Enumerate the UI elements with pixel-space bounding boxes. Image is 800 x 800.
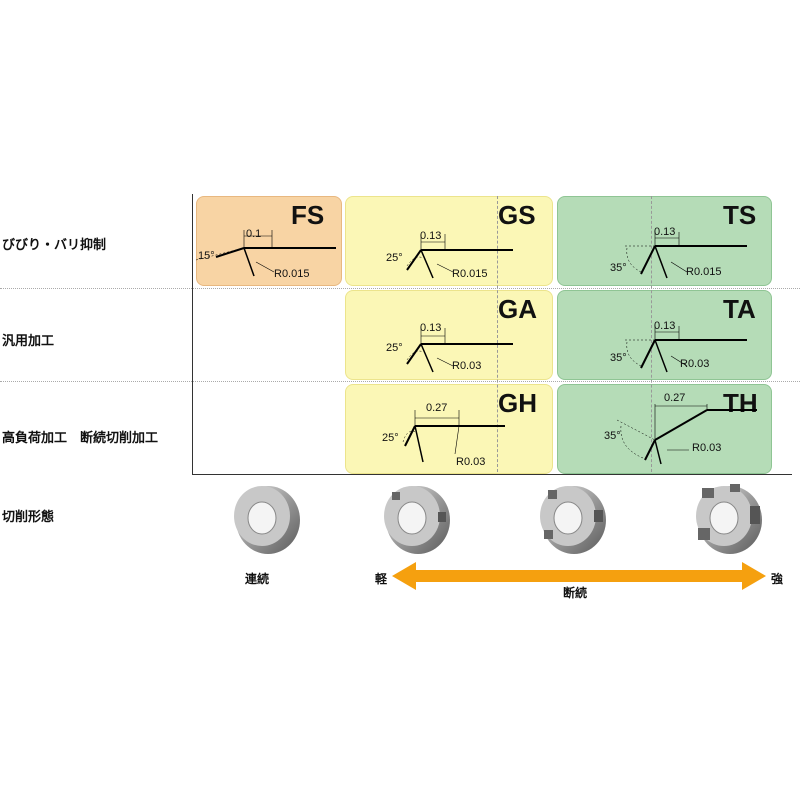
dim-ga-radius: R0.03 <box>452 360 482 372</box>
guide-g-dashed <box>497 196 498 472</box>
code-ta: TA <box>723 294 756 324</box>
dim-gs-radius: R0.015 <box>452 268 488 280</box>
cell-gh <box>345 384 553 474</box>
dim-fs-angle: 15° <box>198 250 215 262</box>
dim-gh-width: 0.27 <box>426 402 448 414</box>
cell-fs <box>196 196 342 286</box>
workpiece-medium-interrupted-icon <box>540 486 606 554</box>
row-label-cutting-mode: 切削形態 <box>2 509 55 524</box>
grid-bottom-axis <box>192 474 792 475</box>
edge-profile-gh <box>402 410 505 463</box>
caption-continuous: 連続 <box>245 572 270 586</box>
code-ga: GA <box>498 294 537 324</box>
dim-fs-radius: R0.015 <box>274 268 310 280</box>
edge-profile-th <box>616 404 757 465</box>
dim-th-width: 0.27 <box>664 392 686 404</box>
dim-th-radius: R0.03 <box>692 442 722 454</box>
dim-ta-radius: R0.03 <box>680 358 710 370</box>
grid-divider-2 <box>0 381 800 382</box>
edge-profile-ga <box>406 328 513 373</box>
edge-profile-fs <box>195 230 336 277</box>
row-label-chatter-burr: びびり・バリ抑制 <box>2 237 107 252</box>
guide-t-dashed <box>651 196 652 472</box>
workpiece-light-interrupted-icon <box>384 486 450 554</box>
dim-ta-angle: 35° <box>610 352 627 364</box>
edge-profile-gs <box>406 234 513 279</box>
dim-fs-width: 0.1 <box>246 228 262 240</box>
dim-gs-width: 0.13 <box>420 230 442 242</box>
row-label-general: 汎用加工 <box>2 333 55 348</box>
cell-th <box>557 384 772 474</box>
grid-divider-1 <box>0 288 800 289</box>
workpiece-strong-interrupted-icon <box>696 484 762 554</box>
workpiece-continuous-icon <box>234 486 300 554</box>
dim-gh-radius: R0.03 <box>456 456 486 468</box>
dim-ts-angle: 35° <box>610 262 627 274</box>
dim-ga-width: 0.13 <box>420 322 442 334</box>
caption-strong: 強 <box>771 572 784 586</box>
code-fs: FS <box>291 200 325 230</box>
edge-profile-ts <box>625 232 747 279</box>
row-label-heavy-interrupted: 高負荷加工 断続切削加工 <box>2 430 159 445</box>
interruption-arrow <box>392 562 766 590</box>
cell-ga <box>345 290 553 380</box>
code-gh: GH <box>498 388 537 418</box>
code-th: TH <box>723 388 758 418</box>
code-gs: GS <box>498 200 536 230</box>
dim-ga-angle: 25° <box>386 342 403 354</box>
dim-ts-radius: R0.015 <box>686 266 722 278</box>
dim-gs-angle: 25° <box>386 252 403 264</box>
code-ts: TS <box>723 200 757 230</box>
dim-th-angle: 35° <box>604 430 621 442</box>
dim-gh-angle: 25° <box>382 432 399 444</box>
dim-ts-width: 0.13 <box>654 226 676 238</box>
grid-left-axis <box>192 194 193 474</box>
cell-gs <box>345 196 553 286</box>
edge-profile-ta <box>625 326 747 373</box>
dim-ta-width: 0.13 <box>654 320 676 332</box>
caption-light: 軽 <box>375 572 388 586</box>
caption-interrupted: 断続 <box>563 586 588 600</box>
